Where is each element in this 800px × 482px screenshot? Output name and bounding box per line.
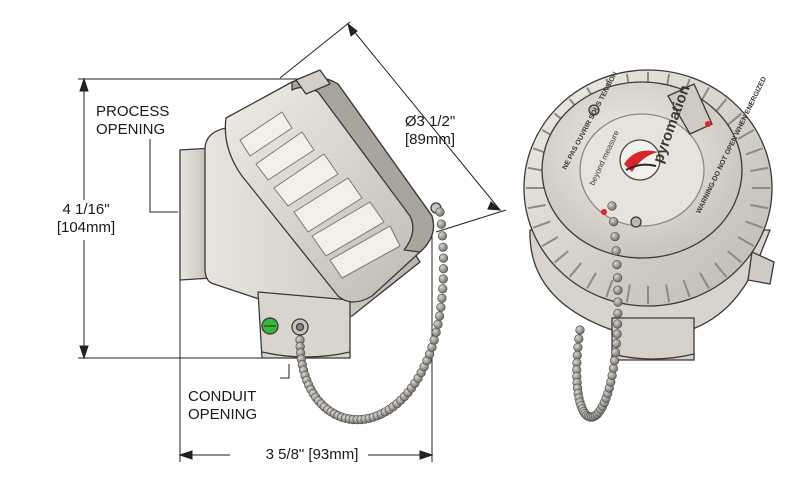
chain-bead bbox=[438, 253, 449, 263]
chain-bead bbox=[573, 342, 583, 352]
width-dimension-label: 3 5/8" [93mm] bbox=[265, 446, 359, 463]
chain-bead bbox=[437, 293, 447, 303]
top-view-bead-chain bbox=[572, 201, 623, 422]
knurl-rib bbox=[714, 262, 728, 278]
knurl-rib bbox=[737, 129, 755, 140]
process-leader bbox=[149, 139, 178, 213]
top-view-cap-knurl bbox=[526, 72, 770, 304]
chain-bead bbox=[438, 284, 448, 294]
top-view-enclosure bbox=[523, 69, 775, 361]
top-view-conduit-hub bbox=[611, 317, 695, 361]
knurl-rib bbox=[625, 284, 631, 303]
chain-bead bbox=[438, 264, 449, 274]
knurl-rib bbox=[553, 250, 569, 264]
chain-bead bbox=[431, 327, 441, 337]
knurl-rib bbox=[699, 272, 710, 289]
height-metric-text: [104mm] bbox=[56, 219, 116, 236]
chain-bead bbox=[612, 260, 622, 270]
knurl-rib bbox=[745, 220, 763, 229]
knurl-rib bbox=[586, 272, 597, 289]
chain-bead bbox=[433, 319, 443, 329]
chain-bead bbox=[429, 335, 439, 345]
diameter-imperial-text: Ø3 1/2" bbox=[404, 113, 456, 130]
diameter-metric-text: [89mm] bbox=[404, 131, 455, 148]
knurl-rib bbox=[541, 236, 559, 247]
side-view-bead-chain bbox=[295, 207, 449, 425]
chain-bead bbox=[610, 347, 621, 357]
pyromation-logo-icon bbox=[619, 139, 661, 181]
chain-bead bbox=[611, 246, 621, 256]
knurl-rib bbox=[727, 112, 743, 126]
chain-bead bbox=[436, 219, 446, 229]
conduit-leader bbox=[280, 364, 290, 379]
chain-bead bbox=[613, 297, 623, 307]
chain-bead bbox=[436, 302, 446, 312]
knurl-rib bbox=[665, 284, 671, 303]
chain-bead bbox=[613, 285, 623, 295]
chain-bead bbox=[610, 231, 620, 242]
knurl-rib bbox=[527, 204, 546, 210]
height-dimension bbox=[78, 77, 300, 360]
knurl-rib bbox=[568, 262, 582, 278]
chain-bead bbox=[574, 334, 584, 344]
chain-bead bbox=[608, 363, 619, 373]
chain-bead bbox=[438, 274, 448, 284]
knurl-rib bbox=[750, 204, 769, 210]
chain-bead bbox=[612, 273, 623, 283]
knurl-rib bbox=[682, 279, 691, 298]
chain-bead bbox=[437, 231, 448, 241]
knurl-rib bbox=[737, 236, 755, 247]
chain-bead bbox=[609, 216, 619, 227]
cap-ribs bbox=[239, 111, 401, 279]
chain-bead bbox=[607, 201, 617, 211]
knurl-rib bbox=[745, 147, 763, 156]
side-view-enclosure bbox=[179, 69, 442, 359]
height-imperial-text: 4 1/16" bbox=[62, 201, 110, 218]
chain-bead bbox=[612, 319, 623, 329]
chain-bead bbox=[612, 329, 622, 339]
conduit-line-1: CONDUIT bbox=[188, 388, 257, 405]
process-line-1: PROCESS bbox=[96, 103, 170, 120]
height-dimension-label: 4 1/16" [104mm] bbox=[44, 201, 128, 237]
conduit-opening-callout: CONDUIT OPENING bbox=[188, 388, 257, 424]
conduit-line-2: OPENING bbox=[188, 406, 258, 423]
diameter-dimension bbox=[279, 21, 507, 233]
knurl-rib bbox=[533, 220, 551, 229]
chain-bead bbox=[611, 338, 622, 349]
chain-bead bbox=[575, 325, 585, 335]
chain-bead bbox=[438, 242, 448, 252]
knurl-rib bbox=[750, 166, 769, 172]
chain-bead bbox=[613, 308, 623, 318]
knurl-rib bbox=[727, 250, 743, 264]
chain-bead bbox=[609, 356, 620, 366]
knurl-rib bbox=[714, 98, 728, 114]
diameter-dimension-label: Ø3 1/2" [89mm] bbox=[385, 113, 475, 149]
chain-bead bbox=[435, 207, 445, 217]
chain-bead bbox=[434, 311, 445, 321]
process-line-2: OPENING bbox=[96, 121, 166, 138]
width-dimension bbox=[178, 150, 434, 462]
knurl-rib bbox=[605, 279, 614, 298]
process-opening-callout: PROCESS OPENING bbox=[96, 103, 169, 139]
